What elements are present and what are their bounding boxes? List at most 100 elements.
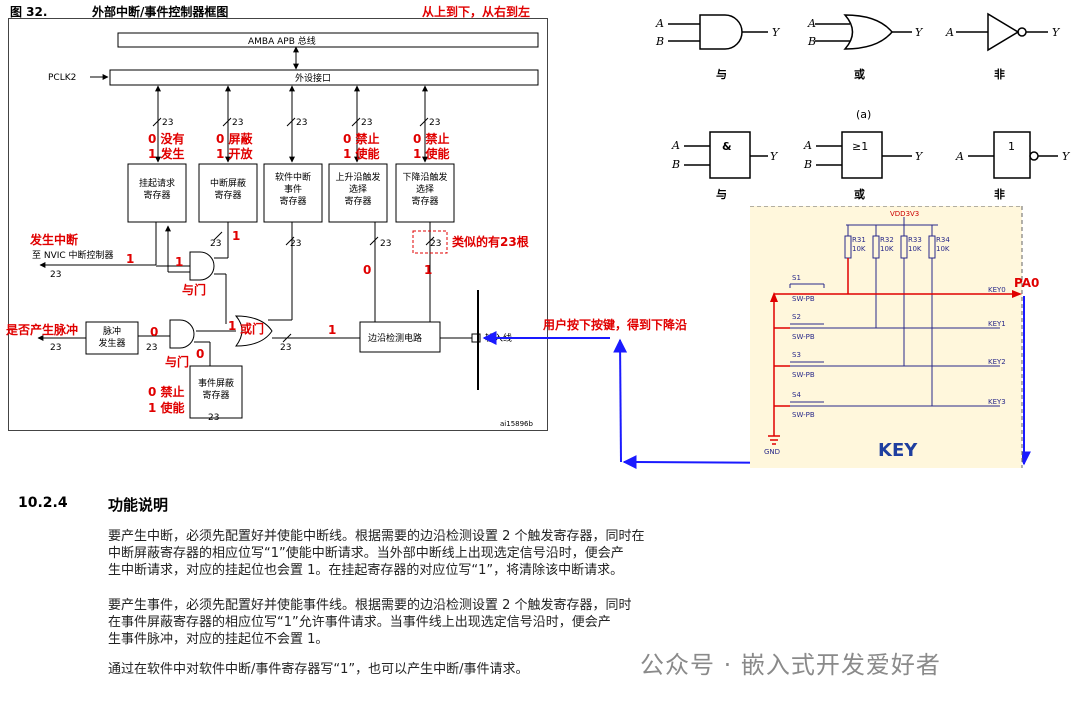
sw3-type: SW-PB xyxy=(792,371,815,379)
key0-label: KEY0 xyxy=(988,286,1006,294)
ann-pending-1: 1 发生 xyxy=(148,147,185,161)
section-title: 功能说明 xyxy=(108,496,169,514)
ann-and-2: 与门 xyxy=(165,354,189,369)
bw-13: 23 xyxy=(280,343,291,353)
res3-label: R33 10K xyxy=(908,236,922,253)
gate-not-label-1: 非 xyxy=(994,67,1005,81)
bit-d: 1 xyxy=(228,319,236,333)
res4-label: R34 10K xyxy=(936,236,950,253)
gate-one: 1 xyxy=(1008,140,1015,153)
fig-id: ai15896b xyxy=(500,420,534,428)
event-mask-label: 事件屏蔽 寄存器 xyxy=(197,379,234,401)
sw1-type: SW-PB xyxy=(792,295,815,303)
schematic-panel xyxy=(750,206,1022,468)
key2-label: KEY2 xyxy=(988,358,1006,366)
pending-register xyxy=(127,163,187,223)
key-schematic: VDD3V3 S1 S2 S3 S4 SW-PB SW-PB SW-PB SW-… xyxy=(750,206,1023,468)
pending-reg-label: 挂起请求 寄存器 xyxy=(138,179,175,201)
figure-title: 外部中断/事件控制器框图 xyxy=(92,5,229,19)
svg-text:A: A xyxy=(803,139,812,152)
bw-1: 23 xyxy=(162,118,173,128)
bw-14: 23 xyxy=(208,413,219,423)
p2-line-1: 要产生事件，必须先配置好并使能事件线。根据需要的边沿检测设置 2 个触发寄存器，… xyxy=(108,598,632,613)
gnd-label: GND xyxy=(764,448,780,456)
ann-pending-0: 0 没有 xyxy=(148,132,185,146)
ann-pulse: 是否产生脉冲 xyxy=(5,322,78,337)
sw3-label: S3 xyxy=(792,351,801,359)
key-title: KEY xyxy=(878,440,918,461)
svg-text:A: A xyxy=(671,139,680,152)
gate-amp: & xyxy=(722,140,732,153)
svg-text:Y: Y xyxy=(915,26,924,39)
or-gate-rect xyxy=(841,131,883,179)
figure-frame xyxy=(8,18,548,431)
rising-trigger-register xyxy=(328,163,388,223)
sw-event-reg-label: 软件中断 事件 寄存器 xyxy=(274,173,311,207)
gate-or-label-2: 或 xyxy=(854,187,865,201)
p1-line-1: 要产生中断，必须先配置好并使能中断线。根据需要的边沿检测设置 2 个触发寄存器，… xyxy=(108,529,645,544)
gate-panel-label: (a) xyxy=(856,108,871,121)
bit-h: 0 xyxy=(150,325,158,339)
svg-text:B: B xyxy=(655,35,664,48)
section-number: 10.2.4 xyxy=(18,495,68,511)
key1-label: KEY1 xyxy=(988,320,1006,328)
periph-interface-box xyxy=(109,69,539,86)
svg-text:Y: Y xyxy=(915,150,924,163)
bw-4: 23 xyxy=(361,118,372,128)
ann-rising-1: 1 使能 xyxy=(343,147,380,161)
vdd-label: VDD3V3 xyxy=(890,210,919,218)
paragraph-3: 通过在软件中对软件中断/事件寄存器写“1”，也可以产生中断/事件请求。 xyxy=(108,661,758,678)
pa0-label: PA0 xyxy=(1014,276,1040,290)
svg-text:B: B xyxy=(803,158,812,171)
bw-12: 23 xyxy=(146,343,157,353)
falling-reg-label: 下降沿触发 选择 寄存器 xyxy=(402,173,448,207)
pulse-gen-label: 脉冲 发生器 xyxy=(98,327,126,349)
bit-g: 0 xyxy=(363,263,371,277)
bw-7: 23 xyxy=(290,239,301,249)
bw-10: 23 xyxy=(50,270,61,280)
and-gate-rect xyxy=(709,131,751,179)
and-gate-1 xyxy=(189,251,215,281)
figure-label: 图 32. xyxy=(10,5,48,19)
p1-line-3: 生中断请求，对应的挂起位也会置 1。在挂起寄存器的对应位写“1”，将清除该中断请… xyxy=(108,563,624,578)
int-mask-register xyxy=(198,163,258,223)
sw4-label: S4 xyxy=(792,391,801,399)
bus-label: AMBA APB 总线 xyxy=(248,35,316,47)
bw-11: 23 xyxy=(50,343,61,353)
bit-a: 1 xyxy=(126,252,134,266)
bw-6: 23 xyxy=(210,239,221,249)
sw2-type: SW-PB xyxy=(792,333,815,341)
nvic-label: 至 NVIC 中断控制器 xyxy=(32,249,114,261)
gate-or-label-1: 或 xyxy=(854,67,865,81)
gate-and-label-1: 与 xyxy=(716,68,727,81)
ann-event-0: 0 禁止 xyxy=(148,384,185,399)
ann-falling-0: 0 禁止 xyxy=(413,132,450,146)
bit-f: 1 xyxy=(424,263,432,277)
ann-mask-0: 0 屏蔽 xyxy=(216,132,253,146)
not-gate-symbol xyxy=(987,12,1020,52)
bit-c: 1 xyxy=(232,229,240,243)
rising-reg-label: 上升沿触发 选择 寄存器 xyxy=(335,173,381,207)
watermark: 公众号 · 嵌入式开发爱好者 xyxy=(640,651,941,679)
gate-not-label-2: 非 xyxy=(994,187,1005,201)
svg-text:Y: Y xyxy=(770,150,779,163)
svg-text:A: A xyxy=(655,17,664,30)
clk-label: PCLK2 xyxy=(48,73,76,83)
paragraph-1: 要产生中断，必须先配置好并使能中断线。根据需要的边沿检测设置 2 个触发寄存器，… xyxy=(108,528,758,579)
key3-label: KEY3 xyxy=(988,398,1006,406)
or-gate-symbol xyxy=(843,14,893,50)
bw-3: 23 xyxy=(296,118,307,128)
res2-label: R32 10K xyxy=(880,236,894,253)
ann-irq: 发生中断 xyxy=(29,232,78,247)
or-gate xyxy=(234,315,273,347)
svg-text:B: B xyxy=(807,35,816,48)
bit-e: 1 xyxy=(328,323,336,337)
edge-detect-label: 边沿检测电路 xyxy=(368,332,422,344)
ann-falling-1: 1 使能 xyxy=(413,147,450,161)
p3-line-1: 通过在软件中对软件中断/事件寄存器写“1”，也可以产生中断/事件请求。 xyxy=(108,662,529,677)
sw1-label: S1 xyxy=(792,274,801,282)
sw-event-register xyxy=(263,163,323,223)
res1-label: R31 10K xyxy=(852,236,866,253)
bw-5: 23 xyxy=(429,118,440,128)
